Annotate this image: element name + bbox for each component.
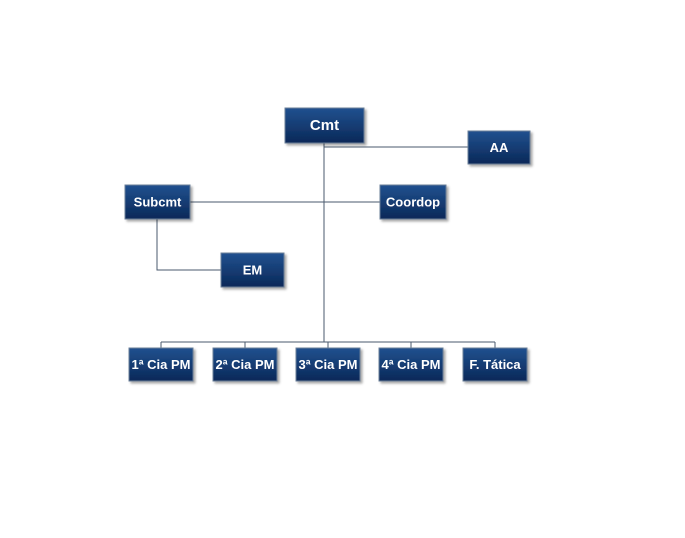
- connector-subcmt-em: [156, 219, 221, 271]
- node-aa-label: AA: [490, 140, 509, 155]
- node-coordop-label: Coordop: [386, 195, 440, 210]
- node-cia4[interactable]: 4ª Cia PM: [378, 347, 444, 382]
- node-cia3[interactable]: 3ª Cia PM: [295, 347, 361, 382]
- node-cia3-label: 3ª Cia PM: [299, 357, 358, 372]
- node-subcmt[interactable]: Subcmt: [124, 184, 191, 220]
- node-ftatica-label: F. Tática: [469, 357, 521, 372]
- node-em[interactable]: EM: [220, 252, 285, 288]
- node-coordop[interactable]: Coordop: [379, 184, 447, 220]
- node-em-label: EM: [243, 263, 263, 278]
- node-cia4-label: 4ª Cia PM: [382, 357, 441, 372]
- node-cia1[interactable]: 1ª Cia PM: [128, 347, 194, 382]
- node-cmt[interactable]: Cmt: [284, 107, 365, 144]
- connectors: [156, 143, 496, 348]
- node-aa[interactable]: AA: [467, 130, 531, 165]
- node-cia2-label: 2ª Cia PM: [216, 357, 275, 372]
- node-cia2[interactable]: 2ª Cia PM: [212, 347, 278, 382]
- node-cmt-label: Cmt: [310, 117, 339, 134]
- node-cia1-label: 1ª Cia PM: [132, 357, 191, 372]
- node-subcmt-label: Subcmt: [134, 195, 182, 210]
- node-ftatica[interactable]: F. Tática: [462, 347, 528, 382]
